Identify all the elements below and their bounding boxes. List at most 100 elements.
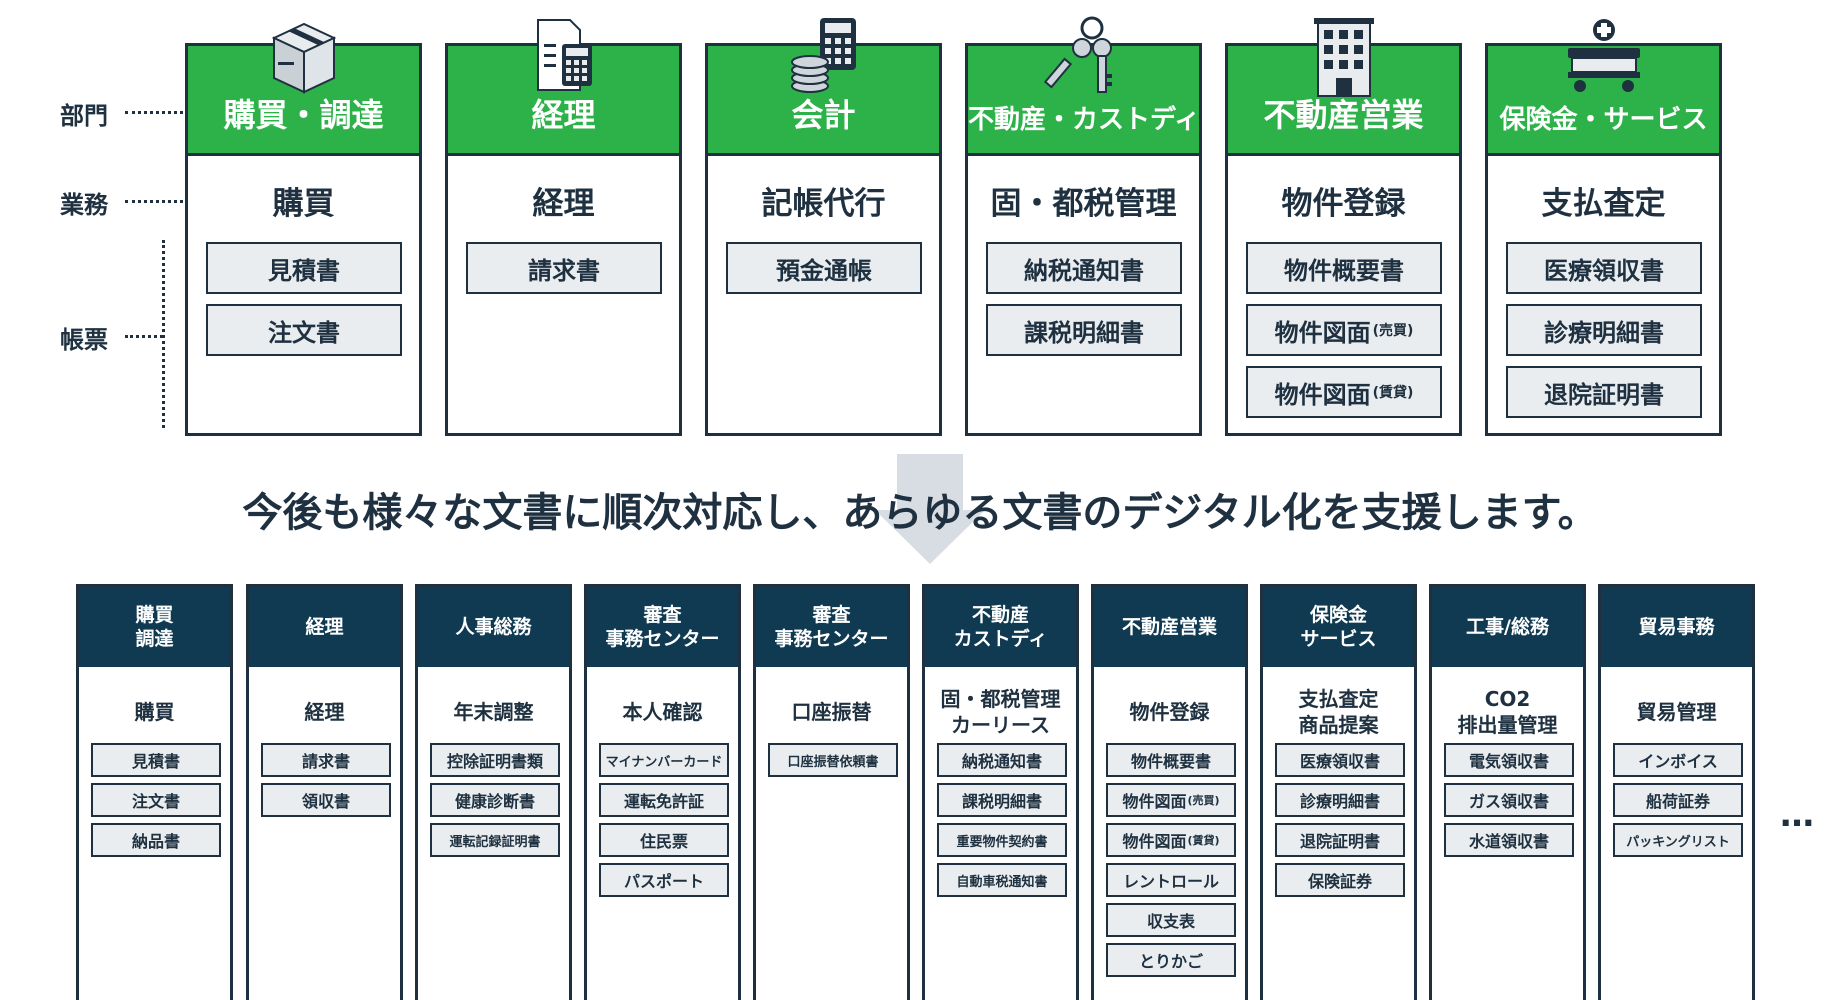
top-task-name: 記帳代行 (761, 186, 886, 222)
top-task-name: 支払査定 (1541, 186, 1666, 222)
top-form-item: 注文書 (206, 304, 402, 356)
top-department-name: 経理 (531, 96, 596, 134)
bottom-form-label: パッキングリスト (1626, 834, 1730, 850)
top-form-sublabel: (賃貸) (1372, 385, 1414, 401)
top-form-sublabel: (売買) (1372, 323, 1414, 339)
top-task-name: 購買 (272, 186, 335, 222)
bottom-department-header: 貿易事務 (1601, 587, 1752, 667)
top-department-card: 保険金・サービス支払査定医療領収書診療明細書退院証明書 (1485, 19, 1722, 436)
bottom-department-name: 不動産 カストディ (953, 604, 1048, 650)
bottom-form-label: 口座振替依頼書 (787, 754, 879, 770)
support-message: 今後も様々な文書に順次対応し、あらゆる文書のデジタル化を支援します。 (242, 490, 1598, 536)
top-form-label: 見積書 (268, 256, 340, 285)
top-department-card: 購買・調達購買見積書注文書 (185, 22, 422, 436)
bottom-department-card: 経理経理請求書領収書 (246, 584, 403, 1000)
bottom-form-item: 運転記録証明書 (430, 823, 560, 857)
bottom-form-item: インボイス (1613, 743, 1743, 777)
top-form-item: 見積書 (206, 242, 402, 294)
bottom-form-item: とりかご (1106, 943, 1236, 977)
bottom-form-label: 自動車税通知書 (956, 874, 1048, 890)
bottom-form-label: マイナンバーカード (605, 754, 723, 770)
bottom-form-label: 医療領収書 (1299, 752, 1380, 771)
bottom-department-name: 審査 事務センター (605, 604, 720, 650)
bottom-form-label: 見積書 (131, 752, 180, 771)
bottom-form-label: 収支表 (1146, 912, 1195, 931)
bottom-form-label: 健康診断書 (454, 792, 535, 811)
bottom-task-name: CO2 排出量管理 (1457, 687, 1558, 737)
top-form-label: 請求書 (528, 256, 600, 285)
top-department-card: 経理経理請求書 (445, 19, 682, 436)
bottom-department-name: 不動産営業 (1121, 616, 1217, 638)
top-form-label: 注文書 (268, 318, 340, 347)
top-department-header: 購買・調達 (188, 22, 419, 156)
bottom-department-header: 購買 調達 (79, 587, 230, 667)
bottom-department-header: 審査 事務センター (756, 587, 907, 667)
bottom-department-card: 不動産営業物件登録物件概要書物件図面(売買)物件図面(賃貸)レントロール収支表と… (1091, 584, 1248, 1000)
top-form-item: 医療領収書 (1506, 242, 1702, 294)
building-icon (1304, 14, 1384, 98)
top-form-item: 物件図面(賃貸) (1246, 366, 1442, 418)
bottom-form-label: 船荷証券 (1645, 792, 1710, 811)
bottom-form-item: 領収書 (261, 783, 391, 817)
bottom-form-item: パスポート (599, 863, 729, 897)
bottom-form-label: 物件図面 (1122, 832, 1187, 851)
bottom-department-header: 工事/総務 (1432, 587, 1583, 667)
bottom-task-name: 購買 (134, 700, 175, 724)
bottom-form-label: 運転記録証明書 (449, 834, 541, 850)
bottom-form-label: パスポート (623, 872, 704, 891)
bottom-form-item: マイナンバーカード (599, 743, 729, 777)
bottom-department-card: 審査 事務センター口座振替口座振替依頼書 (753, 584, 910, 1000)
top-form-label: 退院証明書 (1544, 380, 1664, 409)
top-task-name: 経理 (532, 186, 595, 222)
bottom-form-item: 控除証明書類 (430, 743, 560, 777)
bottom-form-label: インボイス (1638, 752, 1718, 771)
bottom-task-name: 物件登録 (1129, 700, 1210, 724)
bottom-department-name: 審査 事務センター (774, 604, 889, 650)
top-form-label: 預金通帳 (776, 256, 872, 285)
bottom-form-label: 控除証明書類 (446, 752, 543, 771)
bottom-form-item: 収支表 (1106, 903, 1236, 937)
bottom-form-label: 住民票 (639, 832, 688, 851)
top-department-card: 不動産営業物件登録物件概要書物件図面(売買)物件図面(賃貸) (1225, 18, 1462, 436)
bottom-department-card: 貿易事務貿易管理インボイス船荷証券パッキングリスト (1598, 584, 1755, 1000)
bottom-form-item: 保険証券 (1275, 863, 1405, 897)
top-form-item: 納税通知書 (986, 242, 1182, 294)
hospital-bed-icon (1564, 14, 1644, 98)
bottom-form-item: 船荷証券 (1613, 783, 1743, 817)
bottom-department-card: 購買 調達購買見積書注文書納品書 (76, 584, 233, 1000)
bottom-form-item: 課税明細書 (937, 783, 1067, 817)
bottom-department-card: 保険金 サービス支払査定 商品提案医療領収書診療明細書退院証明書保険証券 (1260, 584, 1417, 1000)
top-department-header: 保険金・サービス (1488, 19, 1719, 156)
bottom-task-name: 年末調整 (453, 700, 534, 724)
bottom-department-header: 保険金 サービス (1263, 587, 1414, 667)
top-form-item: 請求書 (466, 242, 662, 294)
bottom-form-label: 物件図面 (1122, 792, 1187, 811)
top-department-name: 不動産営業 (1263, 96, 1424, 134)
bottom-form-item: 物件図面(売買) (1106, 783, 1236, 817)
bottom-department-name: 購買 調達 (135, 604, 174, 650)
row-label-department-dots (125, 111, 183, 114)
bottom-form-item: 電気領収書 (1444, 743, 1574, 777)
bottom-form-item: 診療明細書 (1275, 783, 1405, 817)
bottom-department-card: 不動産 カストディ固・都税管理 カーリース納税通知書課税明細書重要物件契約書自動… (922, 584, 1079, 1000)
bottom-form-item: 請求書 (261, 743, 391, 777)
top-form-label: 医療領収書 (1544, 256, 1664, 285)
bottom-form-item: 物件図面(賃貸) (1106, 823, 1236, 857)
bottom-form-label: レントロール (1122, 872, 1219, 891)
top-department-card: 不動産・カストディ固・都税管理納税通知書課税明細書 (965, 16, 1202, 436)
bottom-form-label: とりかご (1138, 952, 1203, 971)
bottom-form-item: 退院証明書 (1275, 823, 1405, 857)
bottom-form-label: 水道領収書 (1468, 832, 1549, 851)
top-department-header: 不動産営業 (1228, 18, 1459, 156)
bottom-form-item: 口座振替依頼書 (768, 743, 898, 777)
top-form-item: 診療明細書 (1506, 304, 1702, 356)
bottom-form-label: 運転免許証 (623, 792, 704, 811)
top-department-header: 会計 (708, 18, 939, 156)
bottom-form-label: 退院証明書 (1299, 832, 1380, 851)
top-form-item: 退院証明書 (1506, 366, 1702, 418)
box-icon (264, 14, 344, 98)
forms-bracket-line (162, 240, 165, 428)
bottom-form-label: 課税明細書 (961, 792, 1042, 811)
bottom-form-sublabel: (売買) (1187, 794, 1220, 807)
